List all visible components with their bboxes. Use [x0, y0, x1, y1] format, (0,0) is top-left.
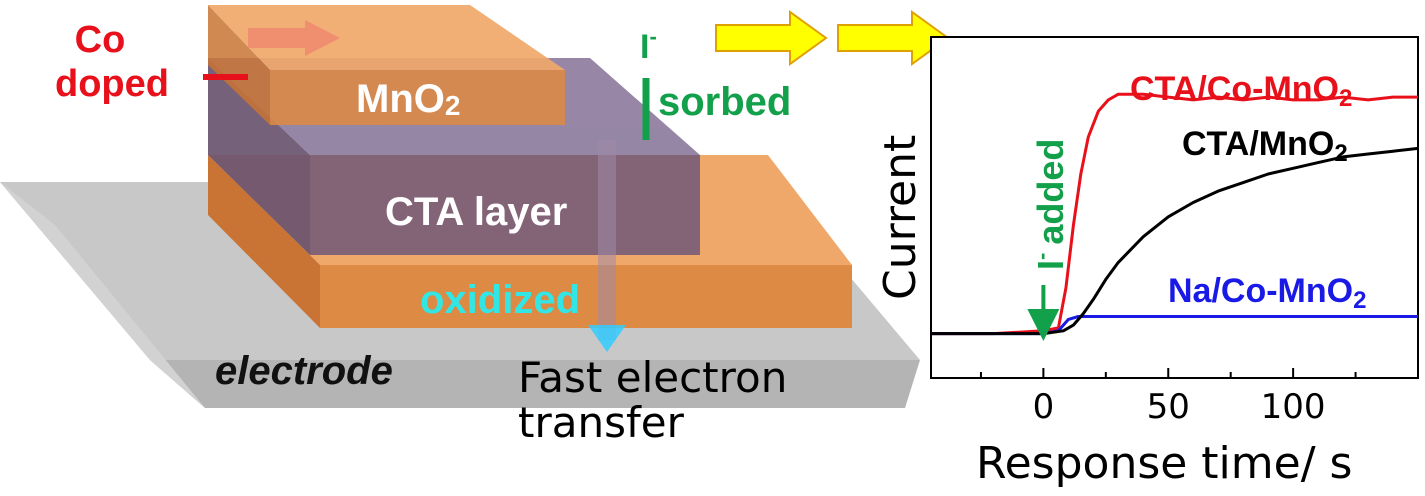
x-tick-label: 50 — [1147, 387, 1190, 427]
added-iodide-symbol: I — [1030, 260, 1071, 270]
fast-electron-label: Fast electron — [518, 353, 787, 402]
iodide-charge: - — [649, 24, 656, 49]
mno2-subscript: 2 — [445, 90, 461, 121]
series-label-cta-co-mno2: CTA/Co-MnO — [1130, 70, 1339, 108]
top-mno2-block — [208, 5, 565, 125]
x-axis-title: Response time/ s — [976, 438, 1352, 489]
series-sub-na-co-mno2: 2 — [1353, 287, 1366, 314]
x-tick-label: 0 — [1033, 387, 1055, 427]
svg-text:Na/Co-MnO2: Na/Co-MnO2 — [1168, 272, 1366, 314]
svg-text:CTA/MnO2: CTA/MnO2 — [1182, 125, 1348, 167]
y-axis-title: Current — [875, 135, 926, 300]
series-sub-cta-mno2: 2 — [1334, 140, 1347, 167]
svg-text:I-: I- — [640, 24, 657, 66]
x-axis-ticks: 0 50 100 — [979, 368, 1357, 427]
x-tick-label: 100 — [1261, 387, 1326, 427]
transfer-label: transfer — [518, 398, 685, 447]
added-label: added — [1030, 139, 1071, 245]
sorbed-label: sorbed — [658, 80, 791, 124]
svg-text:MnO2: MnO2 — [356, 77, 460, 121]
diffusion-arrow-icon — [248, 20, 340, 56]
mno2-label: MnO — [356, 77, 445, 121]
series-label-cta-mno2: CTA/MnO — [1182, 125, 1334, 163]
doped-label: doped — [55, 63, 169, 105]
series-line-cta-mno2 — [931, 146, 1419, 336]
oxidized-label: oxidized — [420, 278, 580, 322]
co-label: Co — [75, 19, 126, 61]
series-sub-cta-co-mno2: 2 — [1339, 85, 1352, 112]
series-line-cta-co-mno2 — [931, 92, 1418, 336]
electrode-label: electrode — [215, 349, 393, 393]
cta-layer-label: CTA layer — [385, 190, 567, 234]
yellow-arrow-icon-1 — [715, 10, 828, 66]
added-iodide-charge: - — [1029, 253, 1054, 260]
plot-frame — [930, 36, 1419, 379]
iodide-symbol: I — [640, 28, 649, 66]
svg-text:CTA/Co-MnO2: CTA/Co-MnO2 — [1130, 70, 1352, 112]
series-label-na-co-mno2: Na/Co-MnO — [1168, 272, 1353, 310]
svg-text:I-added: I- added — [1029, 139, 1071, 270]
electron-transfer-arrow-icon — [588, 140, 626, 352]
